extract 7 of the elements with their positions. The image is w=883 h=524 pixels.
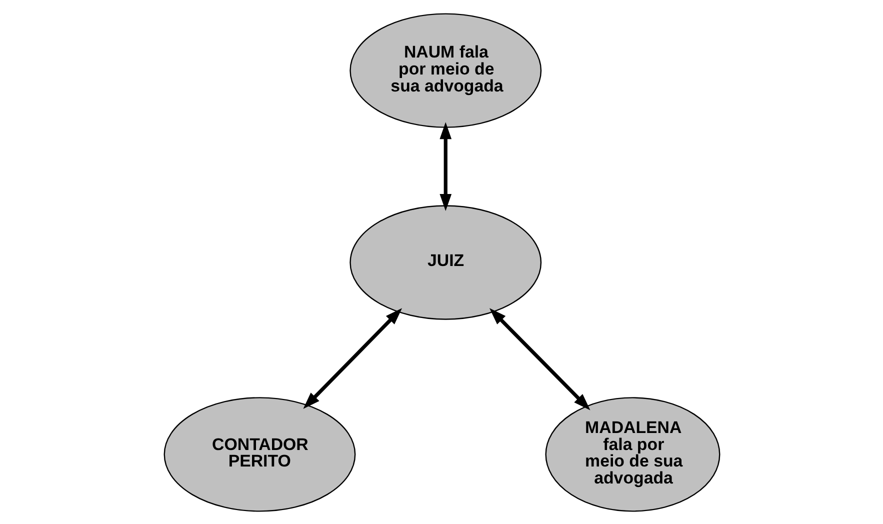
arrow	[488, 308, 590, 410]
arrow	[302, 308, 402, 408]
node-ellipse: NAUM fala por meio de sua advogada	[349, 12, 542, 128]
node-ellipse: MADALENA fala por meio de sua advogada	[544, 396, 720, 512]
arrow	[439, 122, 452, 210]
node-ellipse: CONTADOR PERITO	[163, 396, 356, 512]
node-ellipse: JUIZ	[349, 204, 542, 320]
